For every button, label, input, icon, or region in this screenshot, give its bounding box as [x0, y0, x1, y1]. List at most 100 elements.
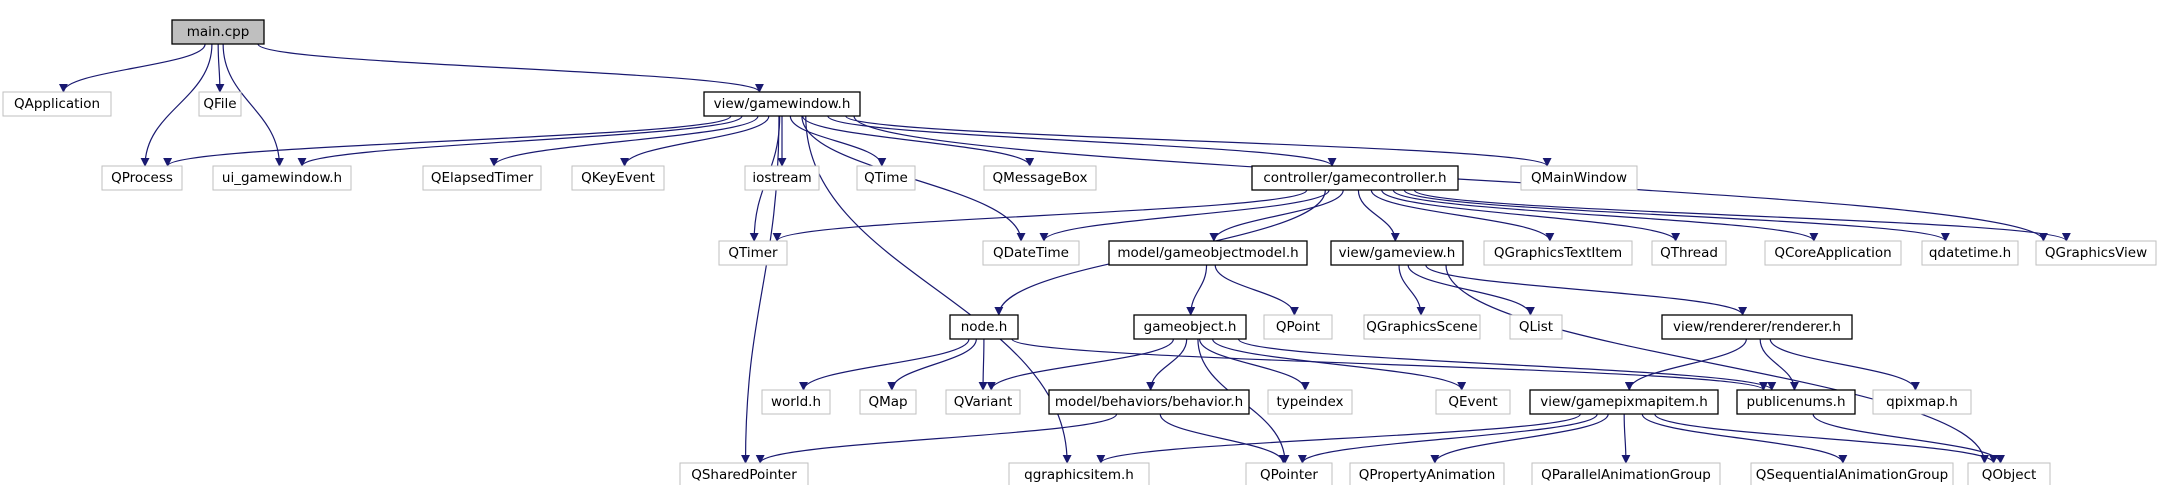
node-gameview-h[interactable]: view/gameview.h [1330, 240, 1464, 266]
node-qprocess: QProcess [101, 165, 183, 191]
node-box [1251, 165, 1459, 191]
edge-gamecontroller-h-to-qtimer [772, 189, 1308, 242]
node-gamewindow-h[interactable]: view/gamewindow.h [703, 91, 861, 117]
node-label: QElapsedTimer [431, 170, 534, 186]
node-qparallelanimationgroup: QParallelAnimationGroup [1531, 462, 1721, 485]
node-label: QObject [1982, 467, 2037, 483]
edge-main-cpp-to-qapplication [58, 43, 206, 93]
node-box [198, 91, 242, 117]
edge-gamecontroller-h-to-gameobjectmodel-h [1209, 189, 1344, 242]
node-qapplication: QApplication [2, 91, 112, 117]
node-box [1263, 314, 1333, 340]
edge-gamewindow-h-to-gamecontroller-h [827, 115, 1337, 167]
node-label: world.h [771, 394, 821, 410]
edge-renderer-h-to-qpixmap-h [1769, 338, 1920, 391]
node-label: qgraphicsitem.h [1024, 467, 1134, 483]
node-box [1435, 389, 1511, 415]
node-box [1363, 314, 1481, 340]
node-box [983, 165, 1097, 191]
edge-gameobject-h-to-qvariant [986, 338, 1175, 391]
node-label: view/gameview.h [1339, 245, 1456, 261]
edge-node-h-to-qmap [887, 338, 977, 391]
node-label: QList [1519, 319, 1553, 335]
node-box [1872, 389, 1972, 415]
node-typeindex: typeindex [1267, 389, 1353, 415]
edge-main-cpp-to-qfile [215, 43, 225, 93]
node-qdatetime-h: qdatetime.h [1921, 240, 2019, 266]
node-ui-gamewindow-h: ui_gamewindow.h [212, 165, 352, 191]
node-box [1330, 240, 1464, 266]
node-node-h[interactable]: node.h [949, 314, 1019, 340]
node-box [1048, 389, 1250, 415]
edge-gamepixmapitem-h-to-qobject [1654, 413, 1998, 464]
edge-gamepixmapitem-h-to-qparallelanimationgroup [1621, 413, 1631, 464]
node-label: QEvent [1448, 394, 1497, 410]
node-qsequentialanimationgroup: QSequentialAnimationGroup [1750, 462, 1954, 485]
edge-gameobject-h-to-qevent [1212, 338, 1467, 391]
node-label: QSharedPointer [691, 467, 797, 483]
edge-main-cpp-to-ui-gamewindow-h [222, 43, 284, 167]
edge-gameobject-h-to-publicenums-h [1237, 338, 1777, 391]
node-box [949, 314, 1019, 340]
node-box [703, 91, 861, 117]
node-label: QDateTime [993, 245, 1069, 261]
edge-gamepixmapitem-h-to-qsequentialanimationgroup [1641, 413, 1848, 464]
edge-publicenums-h-to-qobject [1812, 413, 2005, 464]
node-label: view/gamewindow.h [714, 96, 851, 112]
node-qpoint: QPoint [1263, 314, 1333, 340]
edge-gameview-h-to-qgraphicsscene [1398, 264, 1426, 316]
node-gamepixmapitem-h[interactable]: view/gamepixmapitem.h [1529, 389, 1719, 415]
node-label: gameobject.h [1144, 319, 1237, 335]
node-qlist: QList [1509, 314, 1563, 340]
edge-renderer-h-to-gamepixmapitem-h [1624, 338, 1747, 391]
node-label: main.cpp [187, 24, 250, 40]
node-main-cpp[interactable]: main.cpp [171, 19, 265, 45]
node-label: ui_gamewindow.h [222, 170, 342, 186]
node-label: QKeyEvent [581, 170, 655, 186]
node-box [1483, 240, 1633, 266]
node-qdatetime: QDateTime [982, 240, 1080, 266]
node-behavior-h[interactable]: model/behaviors/behavior.h [1048, 389, 1250, 415]
node-box [761, 389, 831, 415]
node-box [1531, 462, 1721, 485]
node-label: view/renderer/renderer.h [1673, 319, 1841, 335]
node-label: publicenums.h [1746, 394, 1845, 410]
edge-gamecontroller-h-to-qgraphicsview [1413, 189, 2071, 242]
node-qthread: QThread [1651, 240, 1727, 266]
node-box [212, 165, 352, 191]
node-label: node.h [961, 319, 1008, 335]
node-box [1967, 462, 2051, 485]
node-label: QApplication [14, 96, 100, 112]
node-qvariant: QVariant [945, 389, 1021, 415]
node-box [1750, 462, 1954, 485]
node-qgraphicsscene: QGraphicsScene [1363, 314, 1481, 340]
edge-node-h-to-qvariant [978, 338, 988, 391]
edge-gamewindow-h-to-ui-gamewindow-h [297, 115, 743, 167]
edge-gamecontroller-h-to-gameview-h [1357, 189, 1400, 242]
node-box [1509, 314, 1563, 340]
node-box [1736, 389, 1856, 415]
edge-gamecontroller-h-to-qcoreapplication [1392, 189, 1819, 242]
node-label: QProcess [111, 170, 173, 186]
node-gameobjectmodel-h[interactable]: model/gameobjectmodel.h [1108, 240, 1308, 266]
node-label: QMainWindow [1531, 170, 1627, 186]
node-renderer-h[interactable]: view/renderer/renderer.h [1661, 314, 1853, 340]
node-gameobject-h[interactable]: gameobject.h [1133, 314, 1247, 340]
node-box [101, 165, 183, 191]
node-label: QGraphicsTextItem [1494, 245, 1622, 261]
node-label: QPropertyAnimation [1359, 467, 1496, 483]
node-publicenums-h[interactable]: publicenums.h [1736, 389, 1856, 415]
node-qelapsedtimer: QElapsedTimer [422, 165, 542, 191]
node-box [1921, 240, 2019, 266]
edges-layer [58, 43, 2071, 464]
node-label: typeindex [1276, 394, 1343, 410]
node-qtimer: QTimer [718, 240, 788, 266]
node-label: QVariant [954, 394, 1013, 410]
edge-gamecontroller-h-to-qdatetime [1039, 189, 1330, 242]
node-label: QFile [203, 96, 236, 112]
node-qmap: QMap [859, 389, 917, 415]
node-qkeyevent: QKeyEvent [571, 165, 665, 191]
edge-gamepixmapitem-h-to-qpointer [1298, 413, 1598, 464]
node-label: iostream [752, 170, 811, 186]
node-gamecontroller-h[interactable]: controller/gamecontroller.h [1251, 165, 1459, 191]
